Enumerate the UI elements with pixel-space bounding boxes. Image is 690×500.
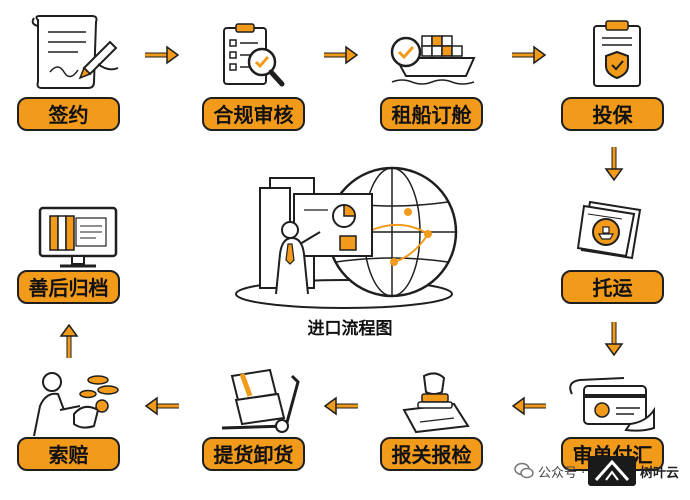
shipping-documents-icon [576, 200, 642, 260]
arrow-right-icon [145, 45, 180, 65]
step-label-insure: 投保 [561, 97, 664, 131]
arrow-left-icon [323, 396, 358, 416]
archive-monitor-icon [38, 206, 118, 268]
diagram-title: 进口流程图 [307, 319, 393, 339]
step-label-claim: 索赔 [17, 437, 120, 471]
leaf-logo-icon [594, 459, 630, 481]
arrow-up-icon [59, 323, 79, 358]
watermark-text: 公众号 · [538, 466, 586, 481]
step-label-archive: 善后归档 [17, 270, 120, 304]
step-label-customs: 报关报检 [380, 437, 483, 471]
step-label-charter: 租船订舱 [380, 97, 483, 131]
arrow-right-icon [512, 45, 547, 65]
arrow-down-icon [604, 322, 624, 357]
hand-truck-icon [221, 368, 300, 433]
arrow-down-icon [604, 147, 624, 182]
step-label-ship: 托运 [561, 270, 664, 304]
watermark: 公众号 · 树叶云 [508, 456, 684, 486]
watermark-brand: 树叶云 [640, 466, 680, 481]
customs-stamp-icon [402, 372, 470, 434]
claim-icon [33, 372, 119, 437]
checklist-magnifier-icon [223, 23, 285, 87]
step-label-sign: 签约 [17, 97, 120, 131]
step-label-compliance: 合规审核 [202, 97, 305, 131]
globe-trade-illustration [235, 166, 458, 309]
arrow-left-icon [511, 396, 546, 416]
insurance-document-icon [593, 20, 641, 87]
bank-card-icon [569, 377, 655, 432]
contract-icon [31, 15, 119, 89]
brand-logo [588, 456, 636, 486]
wechat-icon [514, 462, 534, 479]
cargo-ship-icon [390, 35, 476, 85]
arrow-left-icon [144, 396, 179, 416]
arrow-right-icon [324, 45, 359, 65]
step-label-unload: 提货卸货 [202, 437, 305, 471]
